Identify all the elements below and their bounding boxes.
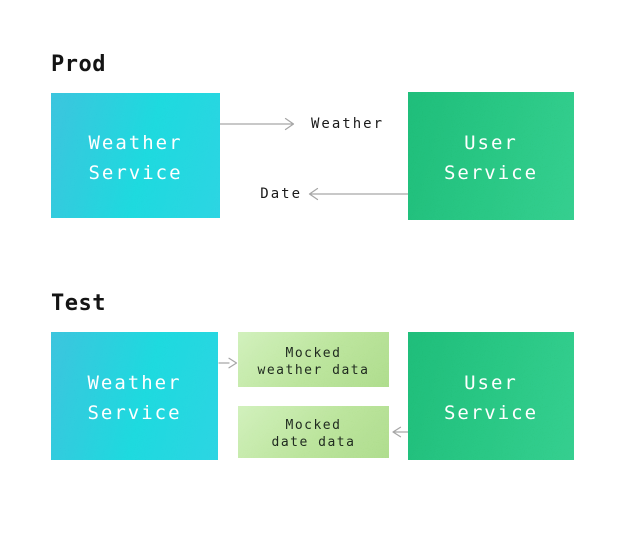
prod-weather-service-box: Weather Service bbox=[51, 93, 220, 218]
mocked-weather-data-label: Mocked weather data bbox=[257, 345, 370, 378]
prod-section-title: Prod bbox=[51, 52, 106, 77]
test-user-service-box: User Service bbox=[408, 332, 574, 460]
prod-user-service-label: User Service bbox=[443, 132, 539, 184]
prod-date-arrow bbox=[308, 187, 409, 201]
mocked-date-data-label: Mocked date data bbox=[271, 418, 356, 450]
test-mocked-date-arrow bbox=[392, 426, 409, 438]
test-section-title: Test bbox=[51, 291, 106, 316]
mocked-weather-data-box: Mocked weather data bbox=[238, 332, 389, 387]
prod-user-service-box: User Service bbox=[408, 92, 574, 220]
date-arrow-label: Date bbox=[260, 186, 302, 202]
test-weather-service-box: Weather Service bbox=[51, 332, 218, 460]
mocked-date-data-box: Mocked date data bbox=[238, 406, 389, 458]
test-mocked-weather-arrow bbox=[218, 357, 238, 369]
prod-weather-service-label: Weather Service bbox=[88, 131, 183, 184]
prod-weather-arrow bbox=[219, 117, 295, 131]
test-user-service-label: User Service bbox=[443, 372, 539, 424]
weather-arrow-label: Weather bbox=[311, 116, 385, 132]
test-weather-service-label: Weather Service bbox=[87, 372, 182, 424]
